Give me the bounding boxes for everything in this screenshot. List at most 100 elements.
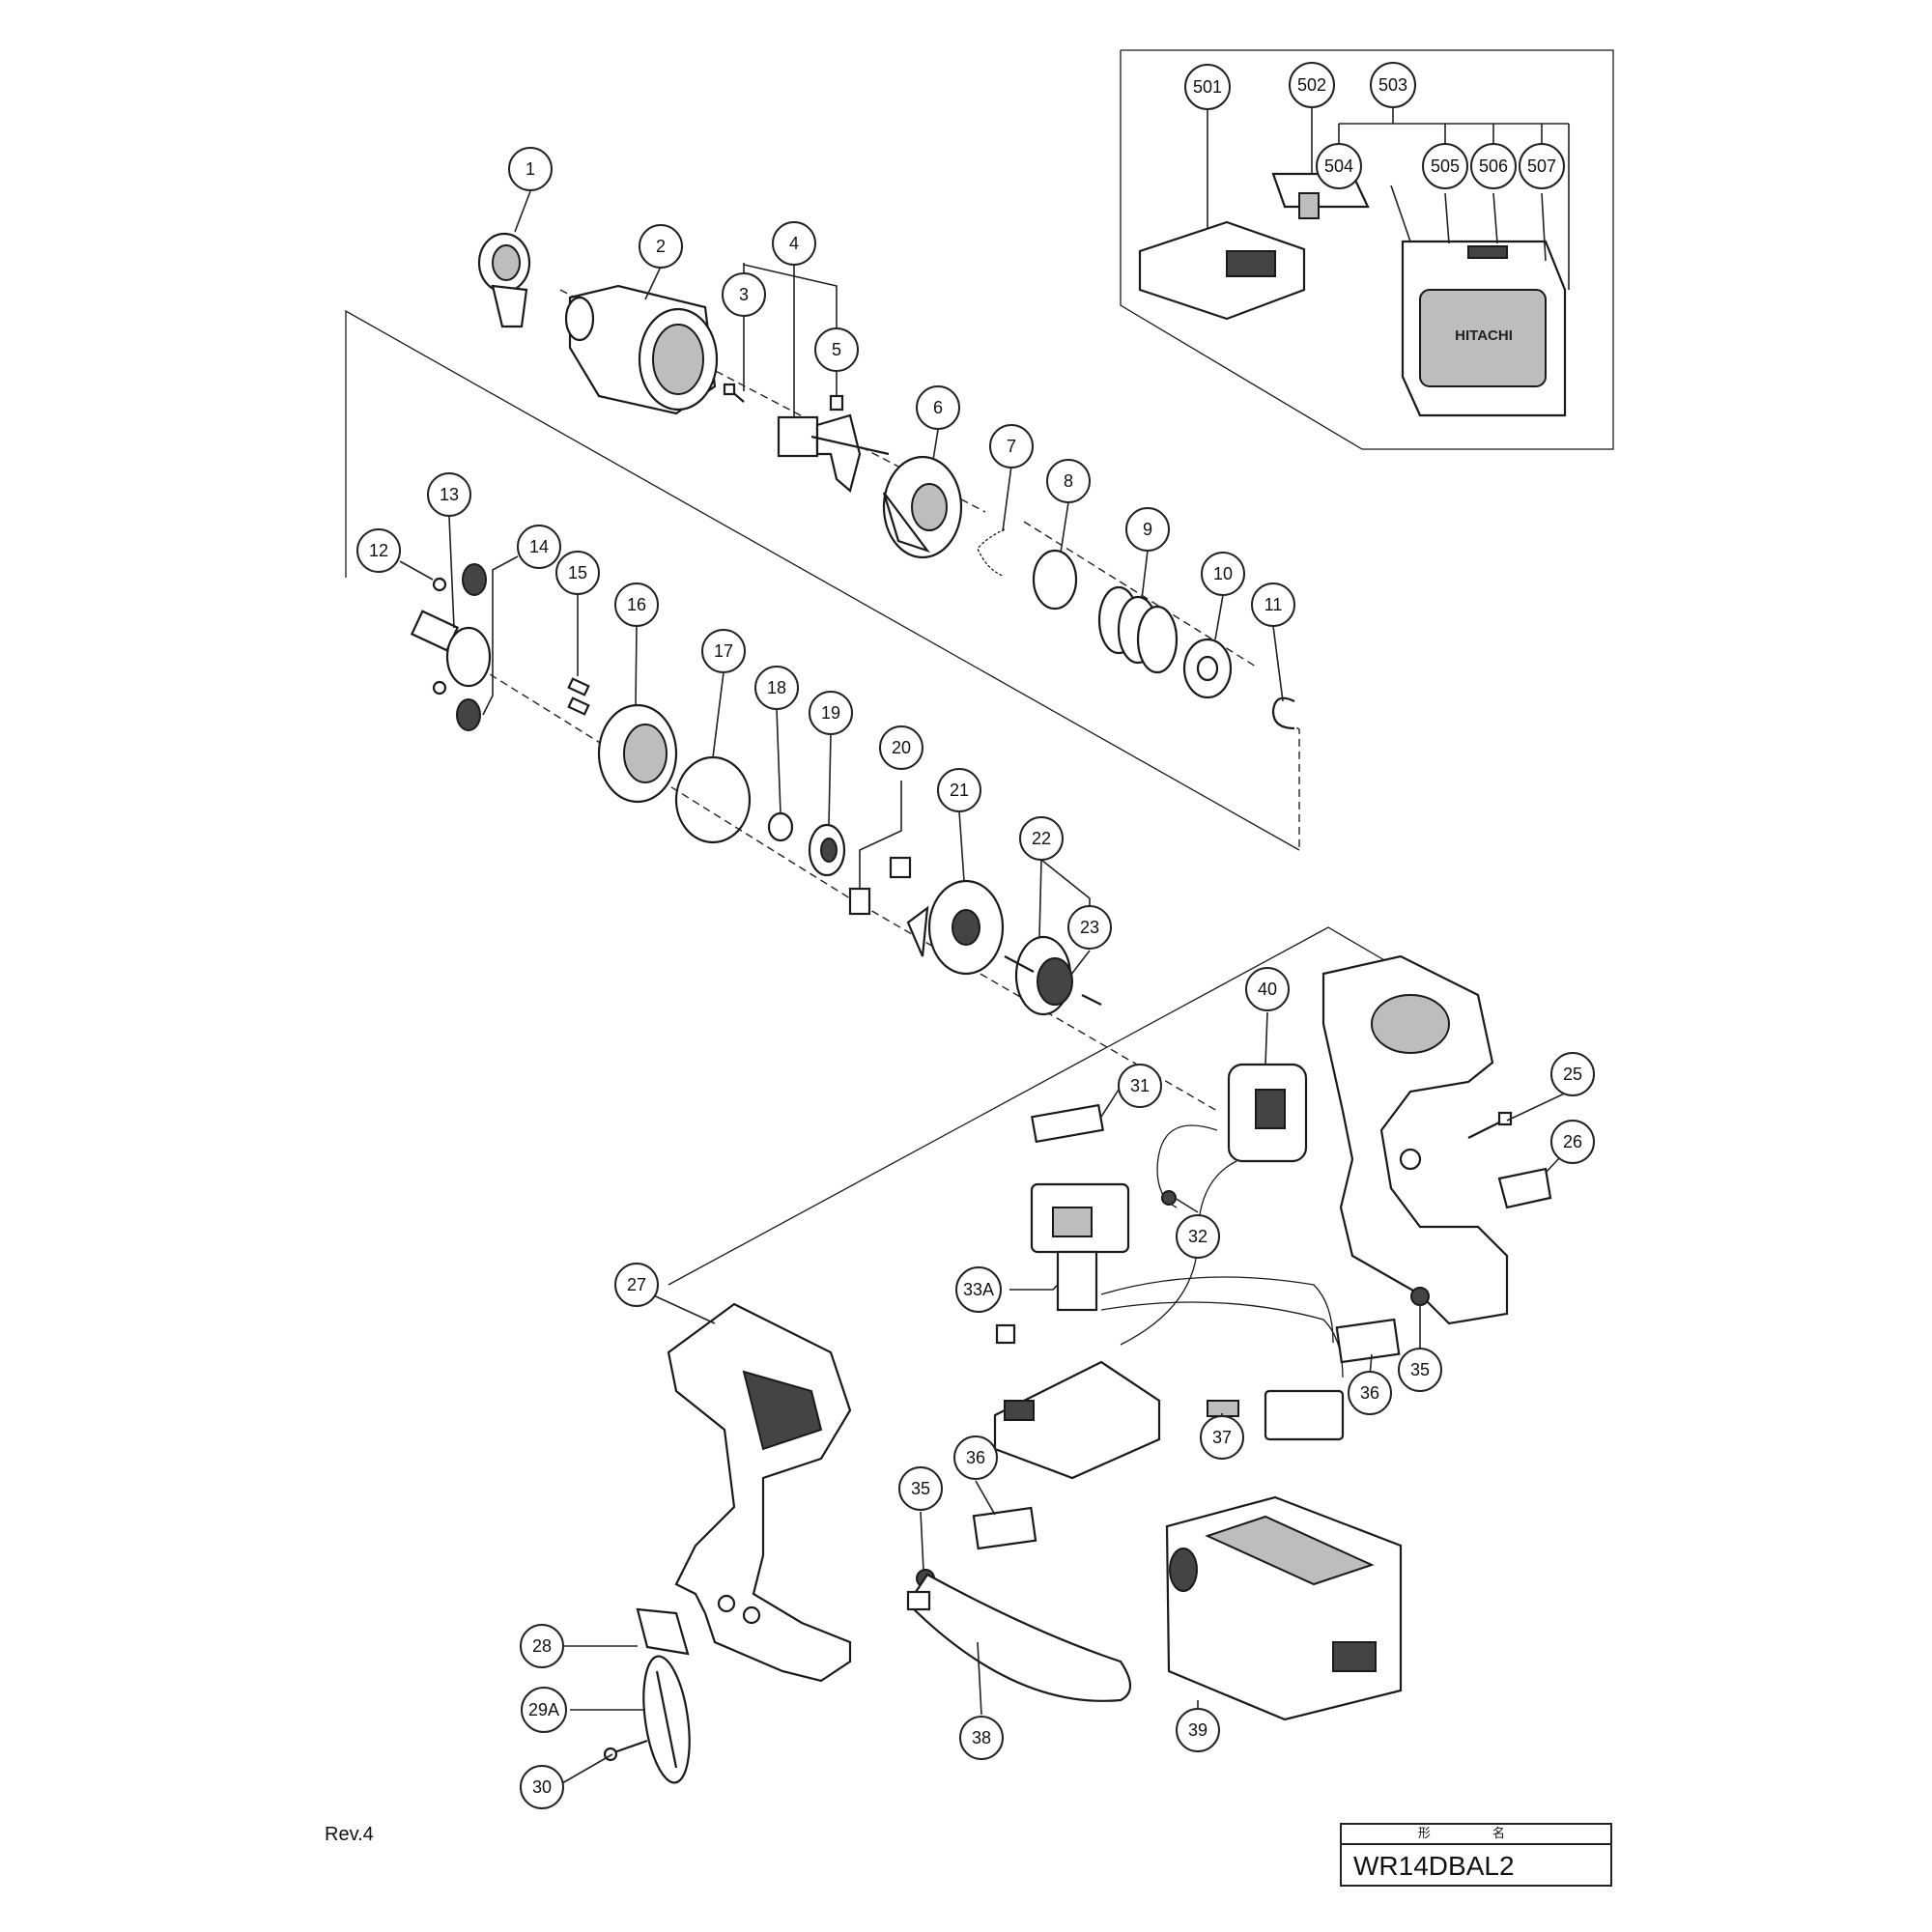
callout-503: 503 [1370, 62, 1416, 108]
callout-15: 15 [555, 551, 600, 595]
callout-22: 22 [1019, 816, 1064, 861]
callout-26: 26 [1550, 1120, 1595, 1164]
battery-terminal [1264, 1389, 1345, 1441]
callout-circle [1019, 816, 1064, 861]
callout-circle [1067, 905, 1112, 950]
callout-circle [1245, 967, 1290, 1011]
callout-25: 25 [1550, 1052, 1595, 1096]
callout-circle [1289, 62, 1335, 108]
callout-32: 32 [1176, 1214, 1220, 1259]
part-3-screw [723, 383, 745, 403]
part-25-screw [1467, 1111, 1513, 1139]
model-header-label: 形 名 [1342, 1825, 1610, 1845]
callout-circle [1470, 143, 1517, 189]
part-31-label [1031, 1103, 1104, 1144]
accessories-inset-frame [1120, 49, 1614, 450]
part-28-label [636, 1607, 690, 1656]
part-number-callouts: 1234567891011121314151617181920212223252… [356, 62, 1595, 1809]
model-title-block: 形 名 WR14DBAL2 [1340, 1823, 1612, 1887]
callout-circle [809, 691, 853, 735]
part-number-label: 32 [1188, 1227, 1208, 1246]
callout-35: 35 [1398, 1348, 1442, 1392]
part-number-label: 5 [832, 340, 841, 359]
part-number-label: 505 [1431, 156, 1460, 176]
callout-17: 17 [701, 629, 746, 673]
revision-label: Rev.4 [325, 1824, 374, 1845]
part-19-ball-bearing [808, 823, 846, 877]
callout-circle [814, 327, 859, 372]
callout-circle [427, 472, 471, 517]
callout-4: 4 [772, 221, 816, 266]
part-35-nut-right [1410, 1287, 1430, 1306]
callout-circle [1316, 143, 1362, 189]
callout-21: 21 [937, 768, 981, 812]
callout-circle [614, 1263, 659, 1307]
part-number-label: 18 [767, 678, 786, 697]
callout-40: 40 [1245, 967, 1290, 1011]
callout-circle [521, 1687, 567, 1733]
part-number-label: 39 [1188, 1720, 1208, 1740]
callout-circle [879, 725, 923, 770]
callout-circle [508, 147, 553, 191]
part-number-label: 11 [1264, 595, 1283, 614]
callout-37: 37 [1200, 1415, 1244, 1460]
part-number-label: 30 [532, 1777, 552, 1797]
part-number-label: 38 [972, 1728, 991, 1747]
part-number-label: 506 [1479, 156, 1508, 176]
part-number-label: 36 [966, 1448, 985, 1467]
callout-505: 505 [1422, 143, 1468, 189]
callout-501: 501 [1184, 64, 1231, 110]
part-29a-belt-hook [642, 1655, 691, 1784]
callout-circle [989, 424, 1034, 469]
callout-506: 506 [1470, 143, 1517, 189]
callout-8: 8 [1046, 459, 1091, 503]
part-36-magnet-left [972, 1506, 1037, 1550]
part-number-label: 504 [1324, 156, 1353, 176]
callout-14: 14 [517, 525, 561, 569]
callout-circle [1125, 507, 1170, 552]
part-number-label: 10 [1213, 564, 1233, 583]
part-number-label: 507 [1527, 156, 1556, 176]
part-number-label: 6 [933, 398, 943, 417]
part-9-hammer-spring [1097, 585, 1179, 674]
callout-circle [1176, 1214, 1220, 1259]
callout-6: 6 [916, 385, 960, 430]
part-number-label: 1 [526, 159, 535, 179]
part-number-label: 25 [1563, 1065, 1582, 1084]
part-number-label: 3 [739, 285, 749, 304]
callout-38: 38 [959, 1716, 1004, 1760]
part-22-rotor [1004, 935, 1102, 1016]
callout-circle [955, 1266, 1002, 1313]
callout-28: 28 [520, 1624, 564, 1668]
part-number-label: 37 [1212, 1428, 1232, 1447]
callout-16: 16 [614, 582, 659, 627]
part-number-label: 7 [1007, 437, 1016, 456]
callout-507: 507 [1519, 143, 1565, 189]
callout-circle [520, 1624, 564, 1668]
part-38-strap [906, 1573, 1132, 1702]
callout-39: 39 [1176, 1708, 1220, 1752]
callout-circle [772, 221, 816, 266]
part-40-stator [1120, 1063, 1308, 1346]
callout-33a: 33A [955, 1266, 1002, 1313]
callout-circle [1251, 582, 1295, 627]
part-32-nut [1161, 1190, 1177, 1206]
callout-11: 11 [1251, 582, 1295, 627]
callout-1: 1 [508, 147, 553, 191]
callout-circle [1201, 552, 1245, 596]
callout-20: 20 [879, 725, 923, 770]
callout-29a: 29A [521, 1687, 567, 1733]
part-number-label: 35 [911, 1479, 930, 1498]
callout-27: 27 [614, 1263, 659, 1307]
part-27-housing-left [667, 1302, 852, 1683]
part-7-steel-balls [977, 528, 1006, 577]
part-number-label: 33A [963, 1280, 994, 1299]
callout-9: 9 [1125, 507, 1170, 552]
part-37-label [1207, 1400, 1239, 1417]
part-10-washer [1182, 638, 1233, 699]
assembly-boundary-lines [345, 309, 1392, 1286]
callout-circle [953, 1435, 998, 1480]
model-name: WR14DBAL2 [1353, 1851, 1515, 1881]
part-14-idle-gears [456, 563, 487, 731]
part-501-charger [1138, 220, 1306, 321]
